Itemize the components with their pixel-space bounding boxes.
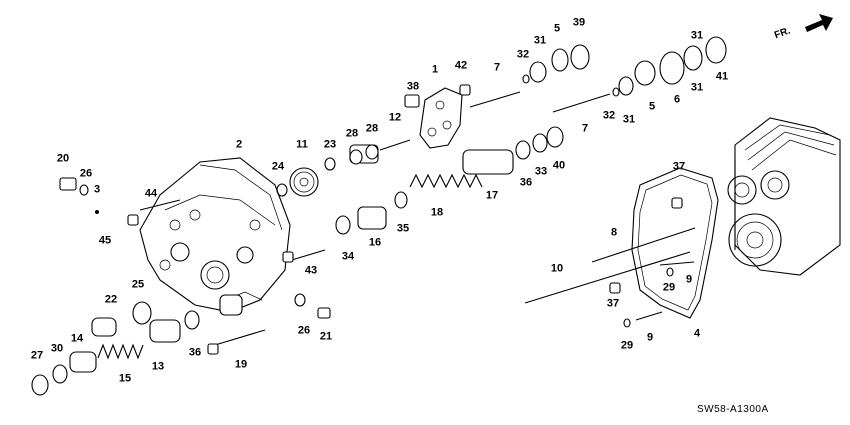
gear-part-11 [289, 167, 319, 197]
transmission-housing [727, 117, 841, 276]
part-label: 34 [341, 250, 355, 263]
part-label: 5 [648, 100, 656, 113]
part-label: 22 [104, 293, 118, 306]
part-label: 14 [70, 332, 84, 345]
part-label: 9 [685, 273, 693, 286]
part-label: 15 [118, 372, 132, 385]
part-label: 27 [30, 349, 44, 362]
part-label: 37 [606, 297, 620, 310]
springs [97, 173, 483, 360]
front-direction-arrow-icon [805, 14, 833, 32]
part-label: 42 [454, 59, 468, 72]
part-label: 17 [485, 189, 499, 202]
part-label: 13 [151, 360, 165, 373]
part-label: 29 [662, 281, 676, 294]
part-label: 35 [396, 222, 410, 235]
part-label: 36 [188, 346, 202, 359]
part-label: 26 [79, 167, 93, 180]
part-label: 9 [646, 331, 654, 344]
shafts [139, 91, 696, 346]
part-label: 32 [516, 48, 530, 61]
part-label: 10 [550, 262, 564, 275]
part-label: 19 [234, 358, 248, 371]
part-label: 11 [296, 138, 308, 151]
part-label: 1 [431, 63, 439, 76]
part-label: 24 [271, 160, 285, 173]
part-label: 28 [365, 122, 379, 135]
part-label: 6 [673, 93, 681, 106]
part-label: 39 [572, 16, 586, 29]
part-label: 45 [98, 234, 112, 247]
part-label: 16 [368, 236, 382, 249]
part-label: 5 [553, 22, 561, 35]
plate-part-1 [419, 87, 463, 149]
part-label: 36 [519, 176, 533, 189]
part-label: 40 [552, 159, 566, 172]
rings-and-washers [31, 36, 727, 396]
part-label: 38 [406, 80, 420, 93]
diagram-reference-code: SW58-A1300A [697, 404, 769, 415]
part-label: 12 [388, 111, 402, 124]
part-label: 7 [581, 122, 589, 135]
part-label: 30 [50, 342, 64, 355]
part-label: 26 [297, 324, 311, 337]
part-label: 3 [93, 183, 101, 196]
part-label: 31 [533, 34, 547, 47]
part-label: 7 [493, 61, 501, 74]
part-label: 44 [144, 187, 158, 200]
part-label: 20 [56, 152, 70, 165]
part-label: 2 [235, 138, 243, 151]
gasket-part-4 [631, 167, 719, 319]
part-label: 32 [602, 109, 616, 122]
part-label: 23 [323, 138, 337, 151]
part-label: 21 [319, 330, 333, 343]
part-label: 33 [534, 165, 548, 178]
part-label: 31 [622, 113, 636, 126]
part-label: 8 [610, 226, 618, 239]
part-label: 31 [690, 81, 704, 94]
part-label: 43 [304, 264, 318, 277]
part-label: 25 [131, 278, 145, 291]
part-label: 18 [430, 206, 444, 219]
part-label: 41 [715, 70, 729, 83]
valves-and-pistons [69, 51, 685, 373]
part-label: 4 [693, 327, 701, 340]
part-label: 31 [690, 29, 704, 42]
part-label: 37 [672, 160, 686, 173]
transmission-case-part-2 [139, 157, 291, 313]
part-label: 29 [620, 339, 634, 352]
bolts-and-pins [59, 84, 683, 355]
part-label: 28 [345, 127, 359, 140]
